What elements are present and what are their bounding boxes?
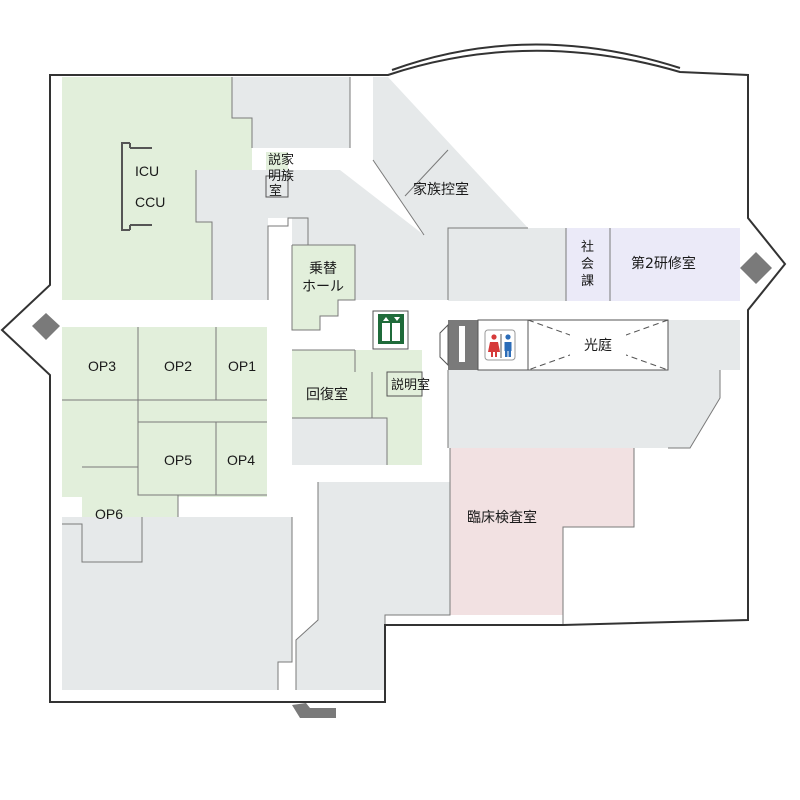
op2-label: OP2 [164,358,192,374]
restroom-icon [484,329,516,361]
recovery-lower [292,418,387,465]
east-stairs-icon [740,252,772,284]
elevator-icon [372,310,409,350]
recovery-room-label: 回復室 [306,386,348,403]
center-east-area [448,370,720,448]
upper-core [232,77,350,148]
north-arc [391,43,681,71]
building-outline [0,49,787,703]
family-explanation-room [265,175,289,198]
transfer-hall-label-2: ホール [302,279,344,295]
op1-label: OP1 [228,358,256,374]
op5-label: OP5 [164,452,192,468]
northeast-corridor [373,77,528,300]
social-work-label-2: 会 [581,257,594,272]
family-explanation-label-2: 明族 [268,168,294,184]
common-zone [62,77,740,690]
op6-label: OP6 [95,506,123,522]
south-block-b [296,482,450,690]
clinical-lab-label: 臨床検査室 [467,509,537,526]
social-work-label-1: 社 [581,239,594,255]
op3-label: OP3 [88,358,116,374]
clinical-lab-area [450,448,634,615]
social-work-area [566,228,610,301]
ccu-label: CCU [135,194,165,210]
family-explanation-label-1: 説家 [268,152,294,168]
explanation-room [386,371,423,397]
transfer-hall-label-1: 乗替 [309,261,337,277]
icu-bracket [121,142,152,231]
south-stairs-icon [292,703,336,718]
west-stairs-icon [32,313,60,340]
icu-label: ICU [135,163,159,179]
courtyard-label: 光庭 [584,337,612,354]
south-block-a [62,517,292,690]
central-core [196,170,424,300]
east-hall [448,228,566,301]
training-room-area [610,228,740,301]
social-work-label-3: 課 [581,273,594,289]
family-explanation-label-3: 室 [269,183,282,199]
op4-label: OP4 [227,452,255,468]
explanation-room-label: 説明室 [391,377,430,393]
training-room-label: 第2研修室 [631,255,696,272]
transfer-hall-area [292,245,355,330]
family-waiting-label: 家族控室 [413,181,469,198]
east-strip [668,320,740,370]
